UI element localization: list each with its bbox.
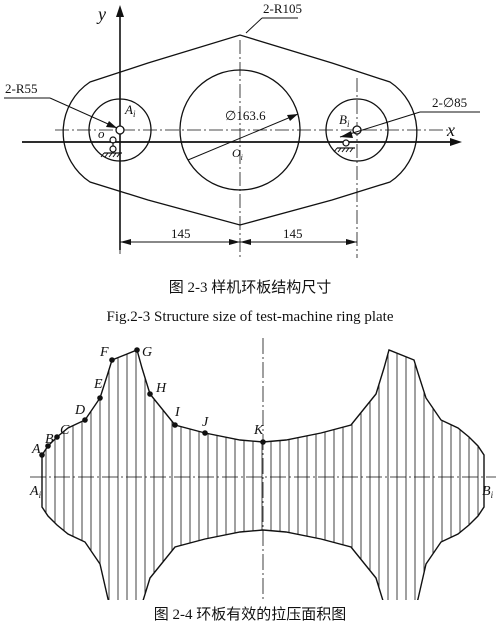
right-support-icon bbox=[333, 139, 355, 153]
leader-r55-arrow bbox=[106, 121, 117, 128]
profile-label-f: F bbox=[99, 345, 109, 360]
dim-left-label: 145 bbox=[171, 226, 191, 241]
center-hole bbox=[179, 69, 301, 191]
profile-point-d bbox=[82, 417, 88, 423]
ring-plate-structure-figure: y x 2-R105 2-R55 2-∅85 bbox=[4, 1, 480, 258]
caption-fig-2-3-cn: 图 2-3 样机环板结构尺寸 bbox=[168, 280, 332, 296]
dim-arrow-1 bbox=[120, 239, 131, 245]
profile-label-g: G bbox=[142, 345, 152, 360]
dimension-d163 bbox=[187, 113, 299, 161]
profile-point-a bbox=[39, 452, 45, 458]
profile-label-b: B bbox=[45, 432, 54, 447]
label-r55: 2-R55 bbox=[5, 81, 38, 96]
x-axis-label: x bbox=[446, 120, 455, 140]
profile-point-j bbox=[202, 430, 208, 436]
leader-r105-diag bbox=[245, 17, 263, 34]
profile-point-f bbox=[109, 357, 115, 363]
label-d85: 2-∅85 bbox=[432, 95, 467, 110]
left-bearing-hole bbox=[88, 98, 152, 162]
label-d163: ∅163.6 bbox=[225, 108, 266, 123]
dim-arrow-3 bbox=[240, 239, 251, 245]
y-axis-arrow bbox=[116, 5, 124, 17]
profile-label-j: J bbox=[202, 415, 209, 430]
profile-label-c: C bbox=[60, 423, 70, 438]
caption-fig-2-3-en: Fig.2-3 Structure size of test-machine r… bbox=[106, 309, 394, 325]
label-oi: Oi bbox=[232, 146, 243, 162]
profile-point-e bbox=[97, 395, 103, 401]
profile-point-k bbox=[260, 439, 266, 445]
profile-point-b bbox=[45, 443, 51, 449]
dim-right-label: 145 bbox=[283, 226, 303, 241]
right-bearing-hole bbox=[325, 98, 389, 162]
profile-label-h: H bbox=[155, 381, 167, 396]
profile-point-h bbox=[147, 391, 153, 397]
area-outline bbox=[41, 349, 485, 600]
left-support-icon bbox=[100, 136, 122, 158]
dimension-d163-arrow bbox=[287, 114, 298, 121]
x-axis-arrow bbox=[450, 138, 462, 146]
profile-point-g bbox=[134, 347, 140, 353]
y-axis-label: y bbox=[96, 4, 106, 24]
profile-point-i bbox=[172, 422, 178, 428]
left-pivot-ai bbox=[115, 125, 125, 135]
dim-arrow-4 bbox=[346, 239, 357, 245]
label-origin-o: o bbox=[98, 126, 105, 141]
leader-d85-diag bbox=[339, 111, 421, 138]
label-ai: Ai bbox=[124, 102, 136, 119]
caption-fig-2-4-cn: 图 2-4 环板有效的拉压面积图 bbox=[153, 607, 347, 623]
axis-right-label: Bi bbox=[482, 484, 494, 500]
ring-plate-outline bbox=[62, 34, 418, 226]
label-bi: Bi bbox=[339, 112, 350, 129]
dim-arrow-2 bbox=[229, 239, 240, 245]
label-r105: 2-R105 bbox=[263, 1, 302, 16]
profile-label-i: I bbox=[174, 405, 181, 420]
area-hatching bbox=[45, 350, 479, 600]
profile-label-e: E bbox=[93, 377, 103, 392]
profile-label-k: K bbox=[253, 423, 264, 438]
leader-r55-diag bbox=[49, 97, 118, 129]
leader-d85-arrow bbox=[340, 131, 353, 138]
axis-left-label: Ai bbox=[29, 484, 42, 500]
profile-label-d: D bbox=[74, 403, 85, 418]
profile-label-a: A bbox=[31, 442, 41, 457]
profile-point-c bbox=[54, 434, 60, 440]
